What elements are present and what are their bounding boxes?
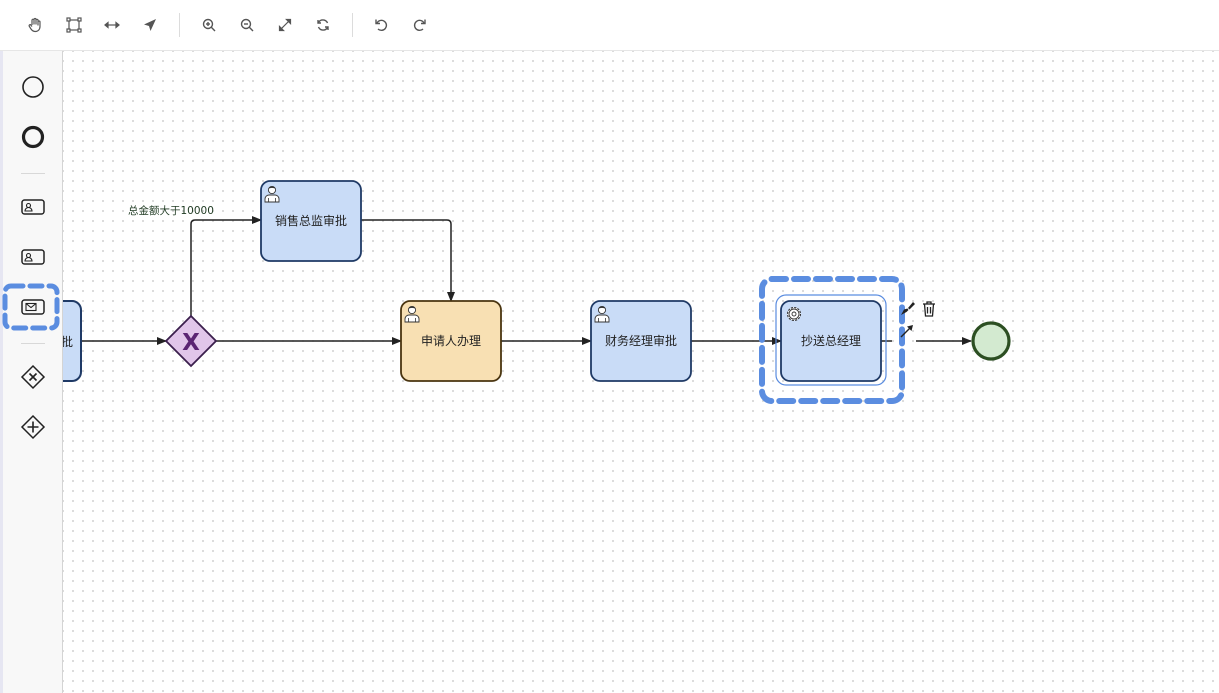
left-edge-strip — [0, 0, 3, 693]
task-applicant-handle[interactable]: 申请人办理 — [400, 300, 502, 382]
start-event-icon[interactable] — [15, 69, 51, 105]
task-label: 财务经理审批 — [605, 333, 677, 348]
toolbar-divider — [179, 13, 180, 37]
connect-arrow-icon[interactable] — [898, 322, 916, 340]
fit-view-icon[interactable] — [272, 12, 298, 38]
trash-icon[interactable] — [919, 299, 939, 319]
end-event[interactable] — [971, 321, 1011, 361]
zoom-in-icon[interactable] — [196, 12, 222, 38]
element-palette — [2, 51, 63, 693]
exclusive-gateway[interactable]: X — [164, 314, 218, 368]
diagram-canvas[interactable]: 批 X 总金额大于10000 销售总监审批 申请人办理 财务经理审批 — [3, 51, 1219, 693]
sequence-flow-conditional[interactable] — [190, 216, 262, 316]
connect-tool-icon[interactable] — [137, 12, 163, 38]
end-event-icon[interactable] — [15, 119, 51, 155]
top-toolbar — [0, 0, 1219, 51]
task-label: 抄送总经理 — [801, 333, 861, 348]
task-partial-label: 批 — [61, 334, 73, 349]
toolbar-divider — [352, 13, 353, 37]
reset-view-icon[interactable] — [310, 12, 336, 38]
undo-icon[interactable] — [368, 12, 394, 38]
gateway-marker: X — [182, 330, 200, 356]
parallel-gateway-icon[interactable] — [15, 409, 51, 445]
user-task-icon[interactable] — [15, 239, 51, 275]
task-label: 销售总监审批 — [275, 213, 347, 228]
redo-icon[interactable] — [407, 12, 433, 38]
zoom-out-icon[interactable] — [234, 12, 260, 38]
palette-divider — [21, 173, 45, 174]
palette-hover-outline — [2, 283, 60, 331]
task-label: 申请人办理 — [421, 333, 481, 348]
sequence-flow[interactable] — [361, 219, 455, 302]
task-finance-manager-approval[interactable]: 财务经理审批 — [590, 300, 692, 382]
diagram-svg: 批 X 总金额大于10000 销售总监审批 申请人办理 财务经理审批 — [3, 180, 1011, 404]
selection-outline — [759, 276, 905, 404]
palette-divider — [21, 343, 45, 344]
space-tool-icon[interactable] — [99, 12, 125, 38]
task-sales-director-approval[interactable]: 销售总监审批 — [260, 180, 362, 262]
paint-brush-icon[interactable] — [898, 300, 916, 318]
receive-task-icon[interactable] — [15, 289, 51, 325]
user-task-icon[interactable] — [15, 189, 51, 225]
gear-icon — [786, 306, 802, 322]
lasso-tool-icon[interactable] — [61, 12, 87, 38]
task-cc-general-manager[interactable]: 抄送总经理 — [759, 276, 905, 404]
exclusive-gateway-icon[interactable] — [15, 359, 51, 395]
selection-inner-outline — [775, 294, 887, 386]
flow-condition-label: 总金额大于10000 — [128, 204, 214, 217]
hand-tool-icon[interactable] — [22, 12, 48, 38]
